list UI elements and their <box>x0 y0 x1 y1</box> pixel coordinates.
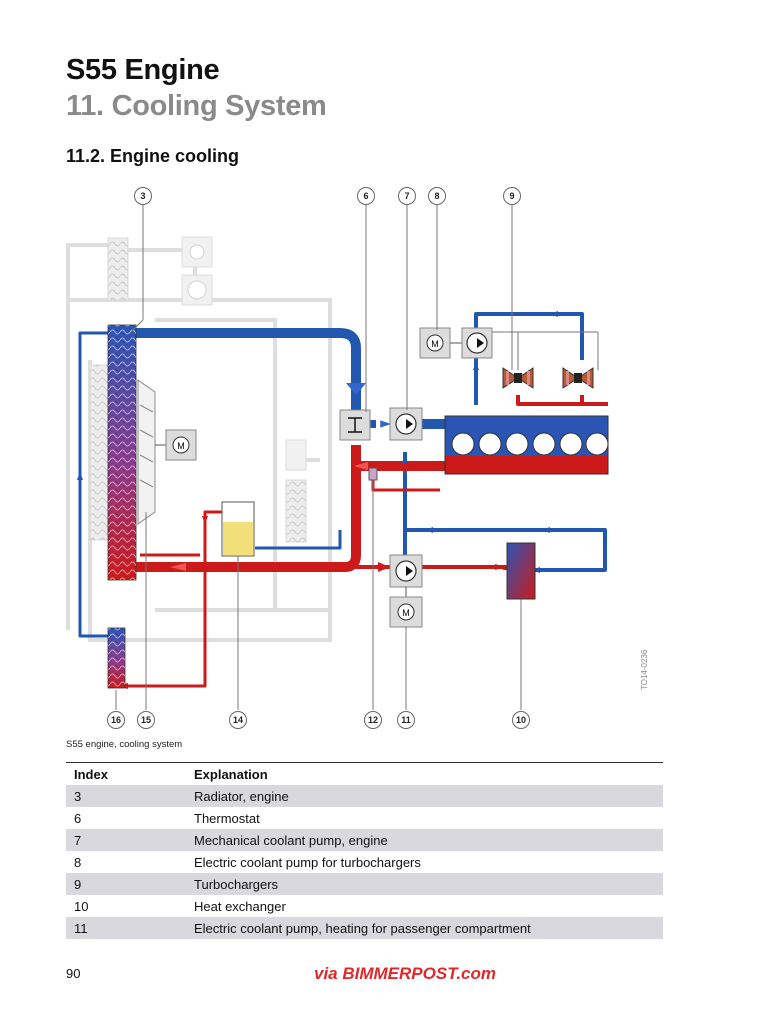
legend-table: Index Explanation 3 Radiator, engine 6 T… <box>66 762 663 939</box>
svg-text:7: 7 <box>404 191 409 201</box>
table-row: 10 Heat exchanger <box>66 895 663 917</box>
fan-motor: M <box>155 429 197 461</box>
chapter-title: 11. Cooling System <box>66 90 327 122</box>
page-number: 90 <box>66 966 81 981</box>
legend-header-explanation: Explanation <box>186 762 663 785</box>
table-row: 3 Radiator, engine <box>66 785 663 807</box>
table-row: 11 Electric coolant pump, heating for pa… <box>66 917 663 939</box>
legend-index: 9 <box>66 873 186 895</box>
table-row: 9 Turbochargers <box>66 873 663 895</box>
svg-text:14: 14 <box>233 715 243 725</box>
svg-text:12: 12 <box>368 715 378 725</box>
flow-arrows <box>77 311 558 689</box>
callout-12: 12 <box>364 711 382 729</box>
svg-text:16: 16 <box>111 715 121 725</box>
legend-index: 3 <box>66 785 186 807</box>
mechanical-coolant-pump <box>389 407 423 441</box>
svg-text:9: 9 <box>509 191 514 201</box>
turbochargers <box>502 367 594 389</box>
svg-text:M: M <box>431 339 439 349</box>
callout-8: 8 <box>428 187 446 205</box>
legend-text: Radiator, engine <box>186 785 663 807</box>
table-row: 6 Thermostat <box>66 807 663 829</box>
section-title: 11.2. Engine cooling <box>66 146 240 166</box>
legend-index: 7 <box>66 829 186 851</box>
legend-index: 6 <box>74 810 82 826</box>
callout-14: 14 <box>229 711 247 729</box>
svg-text:M: M <box>177 441 185 451</box>
callout-11: 11 <box>397 711 415 729</box>
page-title: S55 Engine <box>66 54 220 86</box>
callout-9: 9 <box>503 187 521 205</box>
cooling-system-diagram: M M <box>66 187 609 729</box>
callout-16: 16 <box>107 711 125 729</box>
electric-turbo-pump: M <box>419 327 493 359</box>
expansion-tank <box>221 501 255 557</box>
svg-text:M: M <box>402 608 410 618</box>
legend-header-row: Index Explanation <box>66 762 663 785</box>
legend-text: Thermostat <box>194 810 260 826</box>
callout-7: 7 <box>398 187 416 205</box>
cold-coolant-lines <box>78 312 607 638</box>
svg-text:11: 11 <box>401 715 411 725</box>
legend-index: 11 <box>66 917 186 939</box>
legend-text: Mechanical coolant pump, engine <box>186 829 663 851</box>
fan-shroud <box>137 379 156 525</box>
coolant-temp-sensor <box>368 467 378 481</box>
callout-15: 15 <box>137 711 155 729</box>
table-row: 7 Mechanical coolant pump, engine <box>66 829 663 851</box>
svg-text:3: 3 <box>140 191 145 201</box>
figure-caption: S55 engine, cooling system <box>66 739 183 750</box>
callout-leaders <box>115 205 522 710</box>
callout-3: 3 <box>134 187 152 205</box>
callout-10: 10 <box>512 711 530 729</box>
callout-6: 6 <box>357 187 375 205</box>
ghost-tank <box>285 439 307 471</box>
heat-exchanger <box>506 542 536 600</box>
legend-text: Turbochargers <box>186 873 663 895</box>
watermark: via BIMMERPOST.com <box>314 964 496 983</box>
svg-text:15: 15 <box>141 715 151 725</box>
legend-text: Electric coolant pump for turbochargers <box>194 854 421 870</box>
engine-block <box>444 415 609 475</box>
table-row: 8 Electric coolant pump for turbocharger… <box>66 851 663 873</box>
legend-index: 8 <box>74 854 82 870</box>
legend-text: Heat exchanger <box>194 898 286 914</box>
figure-code: TO14-0236 <box>640 649 649 690</box>
svg-text:6: 6 <box>363 191 368 201</box>
thermostat <box>339 409 371 441</box>
legend-header-index: Index <box>66 762 186 785</box>
svg-text:8: 8 <box>434 191 439 201</box>
heater-coolant-pump: M <box>389 554 423 628</box>
legend-text: Electric coolant pump, heating for passe… <box>186 917 663 939</box>
svg-text:10: 10 <box>516 715 526 725</box>
legend-index: 10 <box>74 898 89 914</box>
